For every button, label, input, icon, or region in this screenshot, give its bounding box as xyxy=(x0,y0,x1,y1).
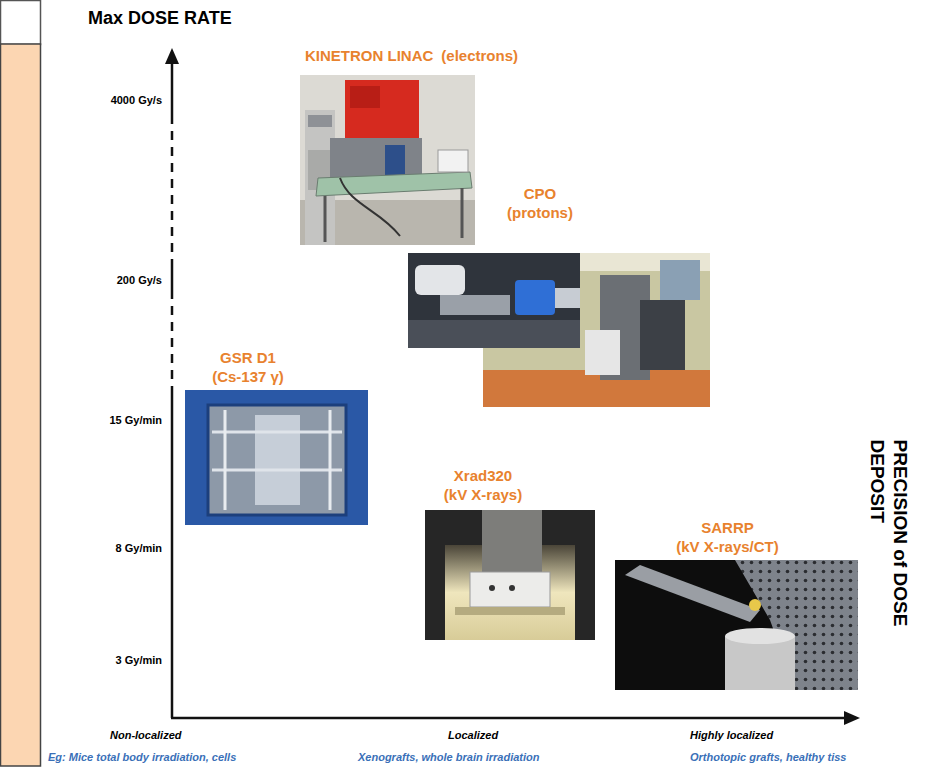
tick-label: 200 Gy/s xyxy=(117,274,162,287)
gsr-photo xyxy=(329,410,332,510)
machine-node: Xrad320(kV X-rays) xyxy=(425,466,595,640)
gsr-photo xyxy=(255,415,300,505)
machine-name: GSR D1 xyxy=(178,348,318,367)
machine-type: (electrons) xyxy=(441,46,518,65)
kinetron-photo xyxy=(438,150,468,172)
machine-name: SARRP xyxy=(655,518,800,537)
machine-title: GSR D1(Cs-137 γ) xyxy=(178,348,318,386)
kinetron-photo xyxy=(300,75,475,245)
machine-name: CPO xyxy=(480,184,600,203)
sarrp-photo xyxy=(615,560,858,690)
machine-name: KINETRON LINAC xyxy=(305,46,433,65)
machine-node: GSR D1(Cs-137 γ) xyxy=(185,348,368,525)
tick-label: 4000 Gy/s xyxy=(111,94,162,107)
tick-label: 15 Gy/min xyxy=(109,414,162,427)
sarrp-photo xyxy=(749,599,761,611)
gsr-photo xyxy=(212,469,342,472)
cpo-photo xyxy=(408,253,710,407)
machine-type: (Cs-137 γ) xyxy=(178,367,318,386)
xrad-photo xyxy=(489,585,495,591)
example-note: Orthotopic grafts, healthy tiss xyxy=(690,751,846,764)
axes xyxy=(171,62,846,718)
axes xyxy=(171,268,174,290)
machine-node: CPO(protons) xyxy=(408,184,710,408)
kinetron-photo xyxy=(324,196,327,242)
example-note: Eg: Mice total body irradiation, cells xyxy=(48,751,236,764)
axes xyxy=(171,717,846,720)
xrad-photo xyxy=(482,510,542,572)
example-note: Xenografts, whole brain irradiation xyxy=(358,751,540,764)
kinetron-photo xyxy=(340,178,400,236)
cpo-photo xyxy=(408,253,580,348)
machine-title: Xrad320(kV X-rays) xyxy=(398,466,568,504)
xrad-photo xyxy=(455,607,565,615)
kinetron-photo xyxy=(385,145,405,175)
machine-type: (kV X-rays) xyxy=(398,485,568,504)
cpo-photo xyxy=(515,280,555,315)
cpo-photo xyxy=(585,330,620,375)
axis-title: Max DOSE RATE xyxy=(88,7,232,29)
kinetron-photo xyxy=(461,188,464,238)
cpo-photo xyxy=(555,288,580,308)
axis-arrowheads xyxy=(165,48,179,64)
slide-edge xyxy=(1,44,41,766)
kinetron-photo xyxy=(350,86,380,108)
kinetron-photo xyxy=(300,75,475,245)
axes xyxy=(171,62,174,118)
machine-node: SARRP(kV X-rays/CT) xyxy=(615,518,858,690)
xrad-photo xyxy=(425,510,595,640)
machine-type: (kV X-rays/CT) xyxy=(655,537,800,556)
machine-type: (protons) xyxy=(480,203,600,222)
sarrp-photo xyxy=(725,636,795,690)
axes xyxy=(171,290,174,395)
sarrp-photo xyxy=(725,628,795,644)
cpo-photo xyxy=(408,320,580,348)
kinetron-photo xyxy=(308,115,332,127)
machine-title: CPO(protons) xyxy=(480,184,600,222)
axis-category: Highly localized xyxy=(690,729,773,742)
cpo-photo xyxy=(660,260,700,300)
machine-title: SARRP(kV X-rays/CT) xyxy=(655,518,800,556)
axes xyxy=(171,118,174,268)
xrad-photo xyxy=(470,572,550,607)
gsr-photo xyxy=(212,431,342,434)
cpo-photo xyxy=(640,300,685,370)
kinetron-photo xyxy=(345,80,419,138)
gsr-photo xyxy=(185,390,368,525)
axes xyxy=(171,395,174,718)
sarrp-photo xyxy=(625,565,760,622)
tick-label: 8 Gy/min xyxy=(116,542,162,555)
xrad-photo xyxy=(425,510,595,640)
sarrp-photo xyxy=(615,560,858,690)
cpo-photo xyxy=(415,265,465,295)
slide-edge xyxy=(1,1,41,767)
axis-title: PRECISION of DOSE DEPOSIT xyxy=(865,440,911,655)
machine-title: KINETRON LINAC (electrons) xyxy=(258,46,565,65)
cpo-photo xyxy=(440,295,510,315)
axis-arrowheads xyxy=(165,48,860,725)
slide-edge xyxy=(1,1,41,45)
machine-name: Xrad320 xyxy=(398,466,568,485)
gsr-photo xyxy=(224,410,227,510)
axis-arrowheads xyxy=(844,711,860,725)
kinetron-photo xyxy=(330,138,422,178)
gsr-photo xyxy=(208,405,346,515)
axis-category: Localized xyxy=(448,729,498,742)
xrad-photo xyxy=(509,585,515,591)
tick-label: 3 Gy/min xyxy=(116,654,162,667)
kinetron-photo xyxy=(316,172,472,196)
axis-category: Non-localized xyxy=(110,729,182,742)
cpo-photo xyxy=(483,370,710,407)
gsr-photo xyxy=(185,390,368,525)
